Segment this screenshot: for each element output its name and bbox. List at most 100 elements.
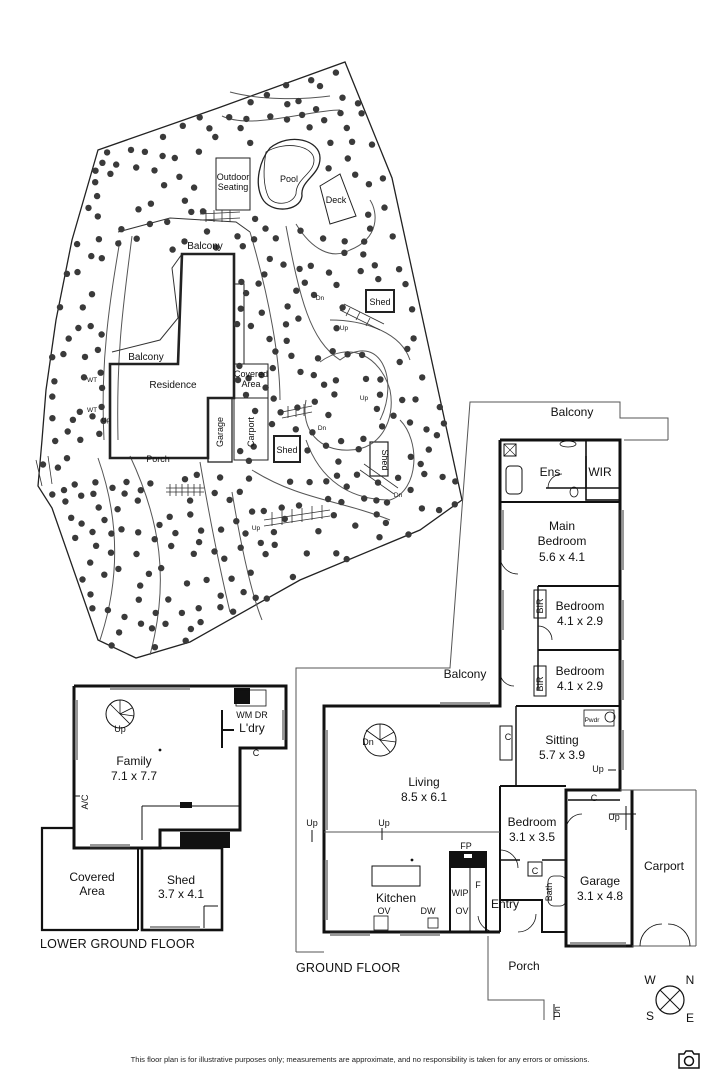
tree-icon: [240, 588, 247, 596]
living-name: Living: [408, 775, 439, 789]
tree-icon: [245, 375, 252, 382]
bedroom4-dims: 3.1 x 3.5: [509, 830, 555, 844]
tree-icon: [115, 629, 123, 636]
tree-icon: [135, 206, 142, 213]
tree-icon: [396, 358, 403, 366]
tree-icon: [75, 324, 82, 332]
tree-icon: [49, 393, 56, 400]
site-up-label: Up: [340, 325, 349, 332]
tree-icon: [319, 235, 327, 242]
tree-icon: [272, 235, 279, 242]
tree-icon: [71, 481, 78, 488]
site-up-label-2: Up: [360, 395, 369, 402]
tree-icon: [234, 233, 241, 240]
deck-label: Deck: [326, 195, 347, 205]
tree-icon: [114, 506, 121, 513]
tree-icon: [90, 490, 97, 497]
tree-icon: [98, 384, 106, 392]
tree-icon: [292, 426, 299, 433]
tree-icon: [307, 262, 314, 269]
tree-icon: [109, 484, 116, 491]
tree-icon: [374, 479, 382, 486]
tree-icon: [344, 351, 351, 358]
tree-icon: [49, 354, 56, 361]
tree-icon: [134, 497, 141, 504]
tree-icon: [295, 97, 302, 105]
tree-icon: [390, 412, 397, 419]
compass-icon: W N S E: [644, 973, 694, 1025]
tree-icon: [137, 487, 144, 494]
tree-icon: [88, 291, 96, 298]
tree-icon: [195, 538, 203, 546]
fridge-label: F: [475, 880, 481, 890]
tree-icon: [121, 490, 128, 497]
tree-icon: [216, 474, 224, 481]
tree-icon: [193, 471, 200, 478]
tree-icon: [247, 99, 254, 106]
laundry-wm-dr: WM DR: [236, 710, 268, 720]
lower-ground-floor-title: LOWER GROUND FLOOR: [40, 937, 195, 951]
tree-icon: [101, 516, 108, 524]
tree-icon: [298, 111, 306, 119]
site-balcony-lower-label: Balcony: [128, 352, 164, 363]
tree-icon: [64, 428, 71, 435]
tree-icon: [333, 281, 340, 289]
tree-icon: [147, 480, 154, 487]
tree-icon: [101, 571, 108, 578]
tree-icon: [89, 413, 96, 420]
residence-label: Residence: [149, 380, 197, 391]
lower-up-label: Up: [114, 724, 126, 734]
tree-icon: [325, 411, 332, 419]
tree-icon: [439, 473, 446, 481]
tree-icon: [280, 261, 287, 268]
tree-icon: [358, 110, 365, 117]
disclaimer: This floor plan is for illustrative purp…: [130, 1055, 590, 1064]
living-up-mid: Up: [378, 818, 390, 828]
tree-icon: [284, 303, 291, 310]
living-up-left: Up: [306, 818, 318, 828]
tree-icon: [258, 309, 265, 316]
tree-icon: [159, 133, 167, 141]
tree-icon: [115, 240, 122, 247]
tree-icon: [186, 497, 194, 504]
tree-icon: [365, 181, 373, 188]
tree-icon: [309, 429, 316, 436]
tree-icon: [278, 504, 285, 511]
tree-icon: [104, 606, 112, 614]
bedroom2-name: Bedroom: [556, 599, 605, 613]
tree-icon: [236, 362, 243, 370]
sitting-cupboard: C: [505, 732, 512, 742]
tree-icon: [295, 315, 302, 322]
tree-icon: [56, 304, 64, 311]
tree-icon: [341, 238, 348, 245]
tree-icon: [262, 225, 269, 232]
tree-icon: [423, 426, 430, 433]
tree-icon: [344, 155, 351, 162]
tree-icon: [418, 505, 426, 512]
tree-icon: [233, 320, 241, 328]
tree-icon: [296, 265, 303, 273]
tree-icon: [283, 116, 291, 123]
tree-icon: [123, 478, 130, 486]
site-carport-label: Carport: [246, 416, 256, 447]
tree-icon: [263, 595, 270, 602]
tree-icon: [190, 550, 197, 557]
lower-ground-labels: Up Family 7.1 x 7.7 WM DR L'dry C A/C Co…: [40, 710, 268, 951]
porch-label: Porch: [508, 959, 539, 973]
tree-icon: [343, 555, 350, 563]
tree-icon: [237, 544, 244, 551]
dishwasher-label: DW: [421, 906, 436, 916]
tree-icon: [118, 226, 125, 233]
tree-icon: [145, 570, 153, 577]
tree-icon: [314, 355, 322, 362]
tree-icon: [286, 478, 294, 485]
tree-icon: [79, 576, 86, 583]
tree-icon: [289, 573, 297, 581]
site-shed-2: [273, 435, 301, 463]
tree-icon: [172, 529, 179, 537]
tree-icon: [408, 306, 416, 313]
tree-icon: [394, 474, 402, 481]
kitchen-island: [371, 865, 421, 887]
